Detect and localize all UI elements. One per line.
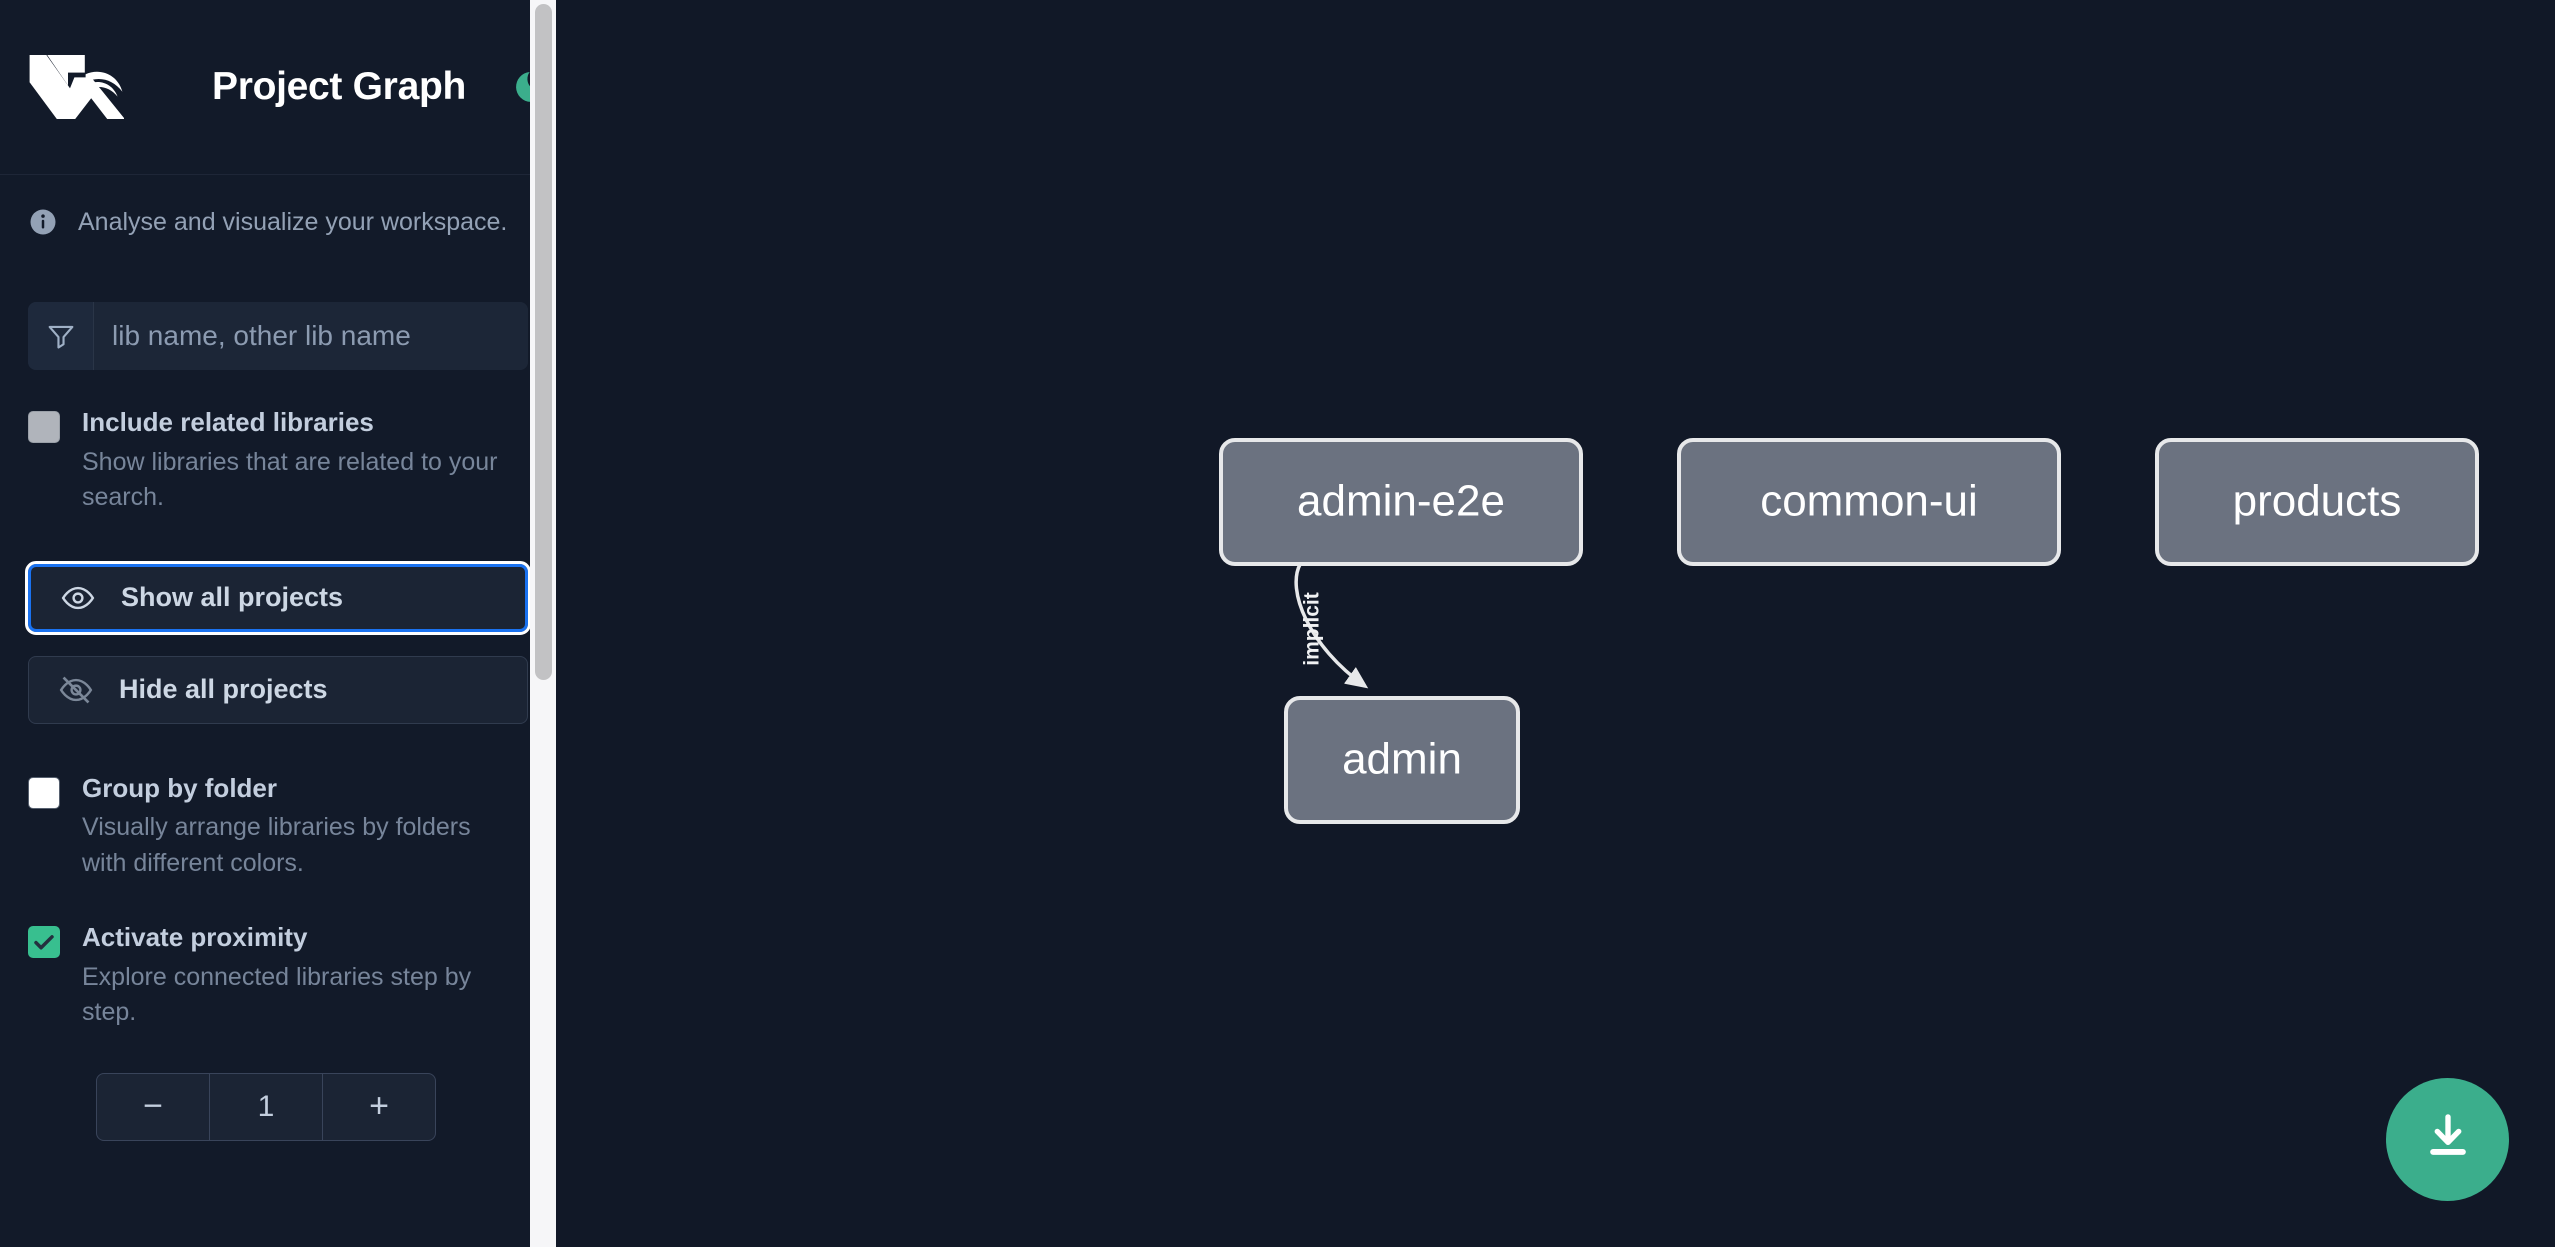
option-label: Group by folder bbox=[82, 772, 277, 803]
checkbox-activate-proximity[interactable] bbox=[28, 926, 60, 958]
filter-icon bbox=[28, 302, 94, 370]
option-texts: Activate proximity Explore connected lib… bbox=[82, 921, 512, 1031]
hide-all-projects-label: Hide all projects bbox=[119, 674, 328, 704]
option-activate-proximity[interactable]: Activate proximity Explore connected lib… bbox=[0, 921, 556, 1031]
eye-icon bbox=[61, 581, 95, 615]
graph-node-label: admin bbox=[1342, 735, 1462, 784]
sidebar: Project Graph Analyse and visualize your… bbox=[0, 0, 556, 1247]
checkbox-include-related-libraries[interactable] bbox=[28, 411, 60, 443]
graph-node[interactable]: products bbox=[2155, 438, 2479, 566]
graph-edge-label: implicit bbox=[1301, 592, 1324, 666]
graph-canvas[interactable]: implicitimplicit admin-e2e common-ui produ… bbox=[556, 0, 2555, 1247]
download-icon bbox=[2420, 1109, 2476, 1170]
show-all-projects-button[interactable]: Show all projects bbox=[25, 560, 531, 635]
option-texts: Group by folder Visually arrange librari… bbox=[82, 772, 512, 882]
graph-edge bbox=[1294, 563, 1369, 689]
graph-node-rect bbox=[2155, 438, 2479, 566]
proximity-value: 1 bbox=[209, 1073, 323, 1140]
option-description: Show libraries that are related to your … bbox=[82, 447, 498, 512]
graph-node-label: admin-e2e bbox=[1297, 477, 1505, 526]
info-icon bbox=[28, 207, 58, 237]
workspace-info: Analyse and visualize your workspace. bbox=[0, 175, 556, 237]
option-group-by-folder[interactable]: Group by folder Visually arrange librari… bbox=[0, 772, 556, 882]
graph-nodes: admin-e2ecommon-uiproductsstore-e2eadmin… bbox=[1219, 438, 2479, 824]
graph-node-label: products bbox=[2233, 477, 2402, 526]
graph-node-rect bbox=[1219, 438, 1583, 566]
page-title: Project Graph bbox=[212, 65, 466, 108]
option-label: Include related libraries bbox=[82, 407, 374, 437]
proximity-increment-button[interactable]: + bbox=[369, 1087, 389, 1125]
download-button[interactable] bbox=[2386, 1078, 2509, 1201]
option-texts: Include related libraries Show libraries… bbox=[82, 406, 512, 516]
option-label: Activate proximity bbox=[82, 922, 308, 952]
graph-node[interactable]: common-ui bbox=[1677, 438, 2061, 566]
eye-off-icon bbox=[59, 673, 93, 707]
sidebar-header: Project Graph bbox=[0, 0, 556, 175]
option-description: Explore connected libraries step by step… bbox=[82, 962, 472, 1027]
show-all-projects-label: Show all projects bbox=[121, 582, 344, 612]
graph-node[interactable]: admin-e2e bbox=[1219, 438, 1583, 566]
proximity-decrement-button[interactable]: − bbox=[143, 1087, 163, 1125]
search-field[interactable] bbox=[28, 302, 528, 370]
sidebar-body: Analyse and visualize your workspace. In… bbox=[0, 175, 556, 1141]
graph-node-rect bbox=[1284, 696, 1520, 824]
option-description: Visually arrange libraries by folders wi… bbox=[82, 813, 471, 877]
graph-svg: implicitimplicit admin-e2e common-ui produ… bbox=[1219, 438, 2479, 824]
graph-edges: implicitimplicit bbox=[1294, 563, 1369, 689]
sidebar-scrollbar-thumb[interactable] bbox=[535, 4, 552, 680]
graph-node[interactable]: admin bbox=[1284, 696, 1520, 824]
option-include-related-libraries[interactable]: Include related libraries Show libraries… bbox=[0, 406, 556, 516]
workspace-info-text: Analyse and visualize your workspace. bbox=[78, 207, 508, 236]
nx-logo-icon bbox=[28, 50, 125, 124]
sidebar-scrollbar[interactable] bbox=[530, 0, 556, 1247]
hide-all-projects-button[interactable]: Hide all projects bbox=[28, 655, 528, 724]
graph-node-rect bbox=[1677, 438, 2061, 566]
search-input[interactable] bbox=[94, 302, 528, 370]
checkbox-group-by-folder[interactable] bbox=[28, 776, 60, 809]
proximity-stepper[interactable]: − 1 + bbox=[96, 1072, 436, 1141]
graph-node-label: common-ui bbox=[1760, 477, 1978, 526]
